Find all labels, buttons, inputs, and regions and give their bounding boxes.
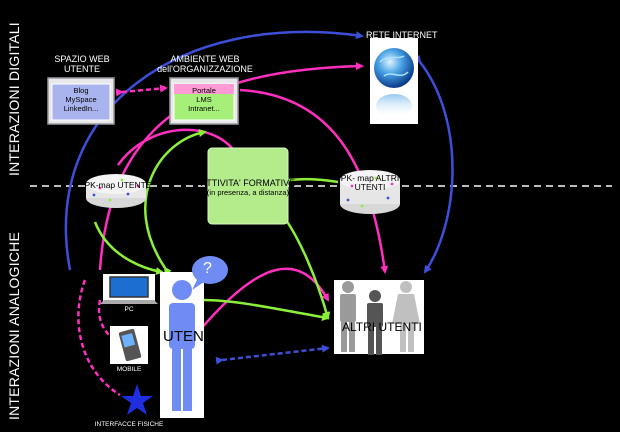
- arrow-utente-rete: [64, 30, 364, 271]
- label-interazioni-digitali: INTERAZIONI DIGITALI: [6, 22, 22, 176]
- attivita-box: [207, 147, 289, 225]
- altri-utenti-label: ALTRI UTENTI: [342, 320, 422, 334]
- arrow-rete-altri: [413, 54, 454, 274]
- arrow-attivita-pk-altri: [283, 176, 339, 185]
- spazio-web-item: MySpace: [65, 95, 97, 104]
- ambiente-web-list: Portale LMS Intranet...: [174, 86, 234, 113]
- arrow-utente-attivita: [144, 129, 207, 276]
- arrow-utente-interfacce: [77, 279, 121, 397]
- arrow-utente-altri: [215, 344, 330, 365]
- spazio-web-item: LinkedIn...: [63, 104, 99, 113]
- ambiente-web-item: Intranet...: [188, 104, 220, 113]
- ambiente-web-item: Portale: [192, 86, 216, 95]
- arrow-pk-utente: [93, 221, 164, 275]
- ambiente-web-box: [169, 77, 239, 125]
- globe-icon: [370, 38, 418, 124]
- arrow-ambiente-altri: [239, 88, 389, 274]
- pk-map-utente-disk: [86, 174, 146, 208]
- rete-internet-label: RETE INTERNET: [366, 30, 438, 40]
- ambiente-web-title: AMBIENTE WEB dell'ORGANIZZAZIONE: [157, 54, 253, 74]
- spazio-web-box: [47, 77, 115, 125]
- arrow-spazio-ambiente: [115, 84, 168, 97]
- pk-map-utente-label: PK-map UTENTE: [84, 180, 152, 190]
- question-mark: ?: [203, 260, 212, 277]
- attivita-subtitle: (in presenza, a distanza): [206, 188, 290, 197]
- attivita-title: ATTIVITA' FORMATIVE: [200, 178, 296, 188]
- interfacce-label: INTERFACCE FISICHE: [94, 421, 164, 428]
- mobile-icon: [110, 326, 148, 364]
- label-interazioni-analogiche: INTERAZIONI ANALOGICHE: [6, 232, 22, 420]
- pk-map-altri-disk: [340, 170, 400, 214]
- altri-utenti-figures: [334, 280, 424, 355]
- spazio-web-list: Blog MySpace LinkedIn...: [52, 86, 110, 113]
- arrow-utente-altri-green: [202, 298, 330, 322]
- star-icon: [121, 384, 153, 415]
- ambiente-web-item: LMS: [196, 95, 212, 104]
- utente-figure: [160, 272, 204, 418]
- pc-label: PC: [124, 306, 134, 313]
- spazio-web-title: SPAZIO WEB UTENTE: [54, 54, 110, 74]
- pk-map-altri-label: PK- map ALTRI UTENTI: [340, 173, 400, 192]
- question-bubble: [192, 256, 228, 290]
- utente-label: UTENTE: [163, 328, 223, 345]
- laptop-icon: [100, 274, 158, 304]
- mobile-label: MOBILE: [116, 366, 142, 373]
- spazio-web-item: Blog: [73, 86, 89, 95]
